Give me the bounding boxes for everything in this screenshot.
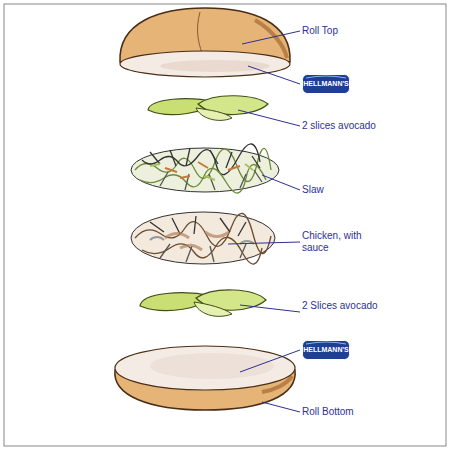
part-label: 2 Slices avocado: [302, 300, 382, 312]
slaw-shreds: [135, 144, 271, 193]
part-label: Roll Top: [302, 25, 382, 37]
chicken-shreds: [135, 213, 271, 264]
chicken: [131, 212, 275, 264]
part-label: Slaw: [302, 184, 382, 196]
part-label: Chicken, with sauce: [302, 230, 382, 254]
mayo-shade: [160, 60, 270, 72]
slaw: [131, 148, 279, 192]
brand-logo: HELLMANN'S: [302, 74, 350, 94]
leader-lines: [228, 31, 300, 412]
frame: [4, 4, 446, 446]
mayo-layer: [115, 346, 295, 390]
roll-shade: [255, 20, 287, 58]
part-label: Roll Bottom: [302, 406, 382, 418]
mayo-layer: [120, 51, 290, 77]
part-label: 2 slices avocado: [302, 120, 382, 132]
avocado-slice: [196, 108, 232, 120]
logo-text: HELLMANN'S: [302, 346, 350, 354]
logo-shape: [303, 341, 350, 360]
avocado-slice: [194, 302, 232, 316]
brand-logo: HELLMANN'S: [302, 340, 350, 360]
logo-arc: [306, 76, 346, 78]
logo-text: HELLMANN'S: [302, 80, 350, 88]
logo-arc: [306, 342, 346, 344]
logo-shape: [303, 75, 350, 94]
